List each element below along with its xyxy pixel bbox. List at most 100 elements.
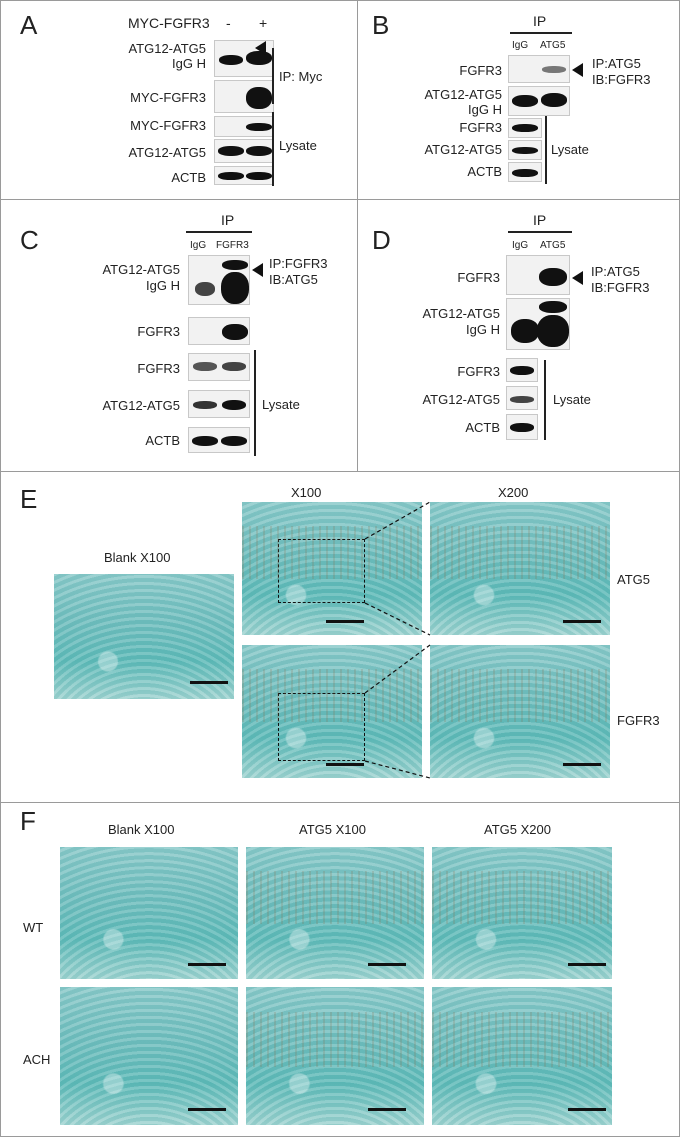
panel-f-ach-atg5-x100-image	[246, 987, 424, 1125]
panel-f-col-2: ATG5 X100	[299, 822, 366, 837]
panel-d-letter: D	[372, 225, 391, 255]
panel-b-ip: IP	[533, 13, 547, 29]
panel-c-lane-1: IgG	[190, 240, 207, 251]
panel-d-row-1: FGFR3	[457, 270, 500, 285]
panel-d-row-4: FGFR3	[457, 364, 500, 379]
panel-b-lane-2: ATG5	[540, 40, 566, 51]
panel-c-letter: C	[20, 225, 39, 255]
panel-e-letter: E	[20, 484, 38, 514]
panel-f-row-2: ACH	[23, 1052, 51, 1067]
panel-f-ach-atg5-x200-scale-bar	[568, 1108, 606, 1111]
panel-e-fgfr3-x200-image	[430, 645, 610, 778]
panel-e-row-1: ATG5	[617, 572, 650, 587]
panel-e-blank-image	[54, 574, 234, 699]
panel-d-bracket-lysate	[544, 360, 546, 440]
panel-b-arrow	[572, 63, 583, 77]
panel-f-ach-blank-image	[60, 987, 238, 1125]
panel-a-row-4: MYC-FGFR3	[130, 118, 206, 133]
panel-b-row-3: IgG H	[468, 102, 502, 117]
panel-c-arrow	[252, 263, 263, 277]
panel-b-row-4: FGFR3	[459, 120, 502, 135]
panel-c-blot-3	[188, 353, 250, 381]
panel-b-note-1: IP:ATG5	[592, 56, 641, 71]
panel-b-letter: B	[372, 10, 390, 40]
panel-c-blot-4	[188, 390, 250, 418]
panel-b-blot-3	[508, 118, 542, 138]
panel-d-note-1: IP:ATG5	[591, 264, 640, 279]
panel-a-letter: A	[20, 10, 38, 40]
panel-f-ach-atg5-x200-image	[432, 987, 612, 1125]
panel-a-arrow	[255, 41, 266, 55]
panel-e-row-2: FGFR3	[617, 713, 660, 728]
panel-d-blot-4	[506, 386, 538, 410]
panel-b-ip-line	[510, 32, 572, 34]
panel-f-ach-blank-scale-bar	[188, 1108, 226, 1111]
panel-d-row-3: IgG H	[466, 322, 500, 337]
panel-e-atg5-x200-image	[430, 502, 610, 635]
panel-c-bracket-lysate	[254, 350, 256, 456]
panel-c-note-1: IP:FGFR3	[269, 256, 328, 271]
panel-d-blot-2	[506, 298, 570, 350]
panel-c-ip-line	[186, 231, 252, 233]
panel-c-blot-1	[188, 255, 250, 305]
panel-f-col-1: Blank X100	[108, 822, 175, 837]
panel-a-blot-2	[214, 80, 274, 113]
panel-f-wt-blank-scale-bar	[188, 963, 226, 966]
panel-d-lane-2: ATG5	[540, 240, 566, 251]
panel-b-row-2: ATG12-ATG5	[424, 87, 502, 102]
panel-c-row-3: FGFR3	[137, 324, 180, 339]
panel-a-row-6: ACTB	[171, 170, 206, 185]
panel-b-blot-5	[508, 162, 542, 182]
panel-c-row-6: ACTB	[145, 433, 180, 448]
panel-f-wt-blank-image	[60, 847, 238, 979]
panel-d-blot-5	[506, 414, 538, 440]
panel-c-row-5: ATG12-ATG5	[102, 398, 180, 413]
panel-e-col-2: X200	[498, 485, 529, 500]
panel-a-bracket-lysate	[272, 112, 274, 186]
panel-d-bracket-lysate-label: Lysate	[553, 392, 591, 407]
panel-c-lane-2: FGFR3	[216, 240, 249, 251]
panel-d-arrow	[572, 271, 583, 285]
panel-d-blot-3	[506, 358, 538, 382]
panel-b-row-1: FGFR3	[459, 63, 502, 78]
panel-b-bracket-lysate	[545, 116, 547, 184]
panel-b-note-2: IB:FGFR3	[592, 72, 651, 87]
panel-c-row-4: FGFR3	[137, 361, 180, 376]
panel-f-wt-atg5-x200-scale-bar	[568, 963, 606, 966]
panel-e-fgfr3-x200-scale-bar	[563, 763, 601, 766]
panel-f-letter: F	[20, 806, 36, 836]
panel-d-row-2: ATG12-ATG5	[422, 306, 500, 321]
panel-a-plus: +	[259, 15, 268, 31]
panel-c-row-1: ATG12-ATG5	[102, 262, 180, 277]
panel-e-fgfr3-x100-image	[242, 645, 422, 778]
panel-c-blot-2	[188, 317, 250, 345]
panel-a-row-2: IgG H	[172, 56, 206, 71]
panel-c-bracket-lysate-label: Lysate	[262, 397, 300, 412]
panel-d-ip: IP	[533, 212, 547, 228]
panel-f-col-3: ATG5 X200	[484, 822, 551, 837]
panel-b-lane-1: IgG	[512, 40, 529, 51]
panel-f-wt-atg5-x100-image	[246, 847, 424, 979]
panel-b-bracket-lysate-label: Lysate	[551, 142, 589, 157]
panel-e-col-1: X100	[291, 485, 322, 500]
panel-a-header: MYC-FGFR3	[128, 15, 210, 31]
panel-d-row-5: ATG12-ATG5	[422, 392, 500, 407]
panel-a-bracket-ip-label: IP: Myc	[279, 69, 323, 84]
panel-e-atg5-x100-image	[242, 502, 422, 635]
panel-c-note-2: IB:ATG5	[269, 272, 318, 287]
panel-e-blank: Blank X100	[104, 550, 171, 565]
panel-b-row-6: ACTB	[467, 164, 502, 179]
panel-d-note-2: IB:FGFR3	[591, 280, 650, 295]
panel-d-ip-line	[508, 231, 572, 233]
panel-a-row-1: ATG12-ATG5	[128, 41, 206, 56]
panel-f-ach-atg5-x100-scale-bar	[368, 1108, 406, 1111]
panel-d-row-6: ACTB	[465, 420, 500, 435]
panel-b-row-5: ATG12-ATG5	[424, 142, 502, 157]
panel-a-minus: -	[226, 15, 231, 31]
panel-a-row-5: ATG12-ATG5	[128, 145, 206, 160]
panel-c-row-2: IgG H	[146, 278, 180, 293]
panel-e-fgfr3-x100-scale-bar	[326, 763, 364, 766]
panel-e-blank-scale-bar	[190, 681, 228, 684]
